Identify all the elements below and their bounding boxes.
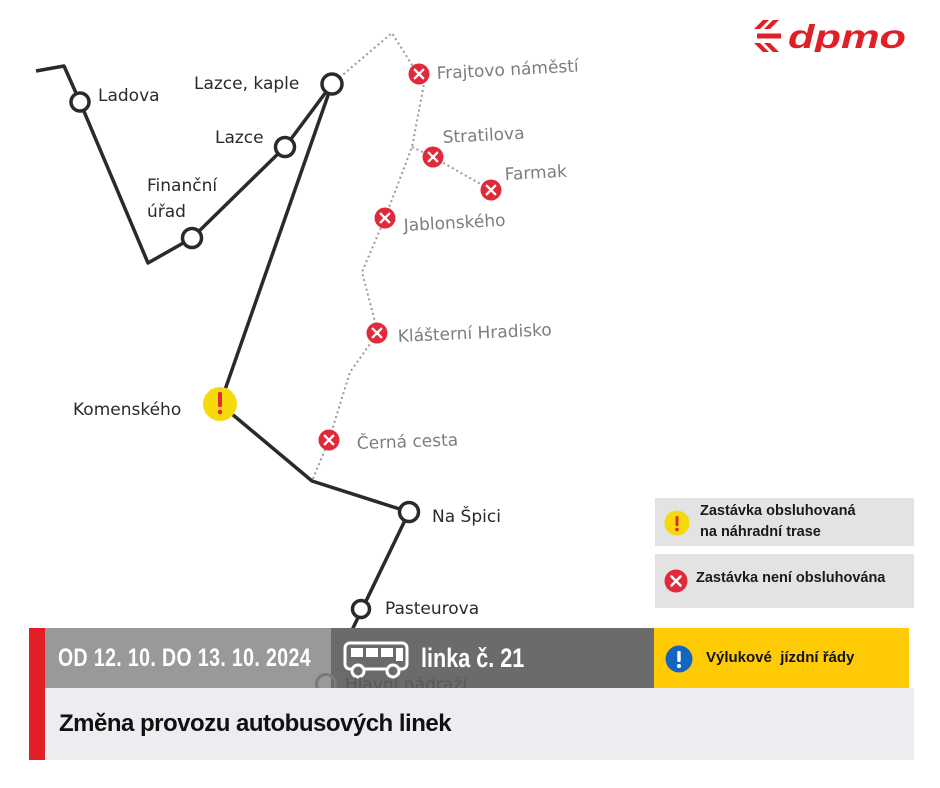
closed-x-icon [664, 569, 688, 593]
logo-text: dpmo [788, 20, 906, 52]
legend-replacement-label: Zastávka obsluhovaná na náhradní trase [700, 501, 856, 543]
dpmo-logo: dpmo [754, 20, 906, 52]
legend-replacement-line1: Zastávka obsluhovaná [700, 503, 856, 519]
legend-replacement: Zastávka obsluhovaná na náhradní trase [655, 498, 914, 546]
stop-label-frajtovo-namesti: Frajtovo náměstí [436, 57, 580, 84]
closed-stop-marker-cerna-cesta [318, 429, 340, 451]
legend-closed: Zastávka není obsluhována [655, 554, 914, 608]
line-number-box: linka č. 21 [331, 628, 654, 688]
stop-label-urad: úřad [147, 202, 186, 222]
stop-label-komenskeho: Komenského [73, 400, 181, 420]
notice-title-box: Změna provozu autobusových linek [45, 688, 914, 760]
stop-label-na-spici: Na Špici [432, 505, 501, 527]
stop-marker-na-spici [397, 500, 421, 524]
exception-timetable-label: Výlukové jízdní řády [706, 649, 855, 666]
closed-stop-marker-klasterni-hradisko [366, 322, 388, 344]
active-stops [69, 72, 421, 620]
date-range-box: OD 12. 10. DO 13. 10. 2024 [45, 628, 331, 688]
stop-marker-ladova [69, 91, 91, 113]
stop-label-stratilova: Stratilova [442, 124, 525, 148]
closed-route-line [311, 31, 426, 482]
stop-label-financni: Finanční [147, 176, 218, 196]
closed-stop-marker-stratilova [422, 146, 444, 168]
info-exclamation-icon [665, 645, 693, 673]
closed-stop-marker-farmak [480, 179, 502, 201]
date-range: OD 12. 10. DO 13. 10. 2024 [58, 644, 311, 672]
stop-label-farmak: Farmak [504, 162, 567, 185]
notice-title: Změna provozu autobusových linek [59, 710, 452, 737]
exception-timetable-box: Výlukové jízdní řády [654, 628, 909, 688]
closed-stop-markers [318, 63, 502, 451]
stop-label-cerna-cesta: Černá cesta [356, 428, 458, 454]
line-number: linka č. 21 [421, 643, 525, 673]
stop-marker-pasteurova [350, 598, 372, 620]
legend-replacement-line2: na náhradní trase [700, 524, 821, 540]
stop-label-jablonskeho: Jablonského [402, 211, 506, 236]
stop-marker-lazce-kaple [320, 72, 344, 96]
closed-stop-marker-jablonskeho [374, 207, 396, 229]
replacement-stop-marker [203, 387, 237, 421]
stop-marker-lazce [273, 135, 297, 159]
closed-stop-marker-frajtovo-namesti [408, 63, 430, 85]
stop-label-klasterni-hradisko: Klášterní Hradisko [397, 320, 552, 347]
bus-icon [343, 641, 409, 679]
stop-label-pasteurova: Pasteurova [385, 599, 479, 619]
stop-label-lazce: Lazce [215, 128, 264, 148]
legend-closed-label: Zastávka není obsluhována [696, 570, 886, 586]
exclamation-icon [664, 510, 690, 536]
footer-accent-bar [29, 628, 45, 760]
stop-marker-financni-urad [180, 226, 204, 250]
stop-label-ladova: Ladova [98, 86, 160, 106]
active-route-line [35, 64, 411, 685]
stop-label-lazce-kaple: Lazce, kaple [194, 74, 299, 94]
